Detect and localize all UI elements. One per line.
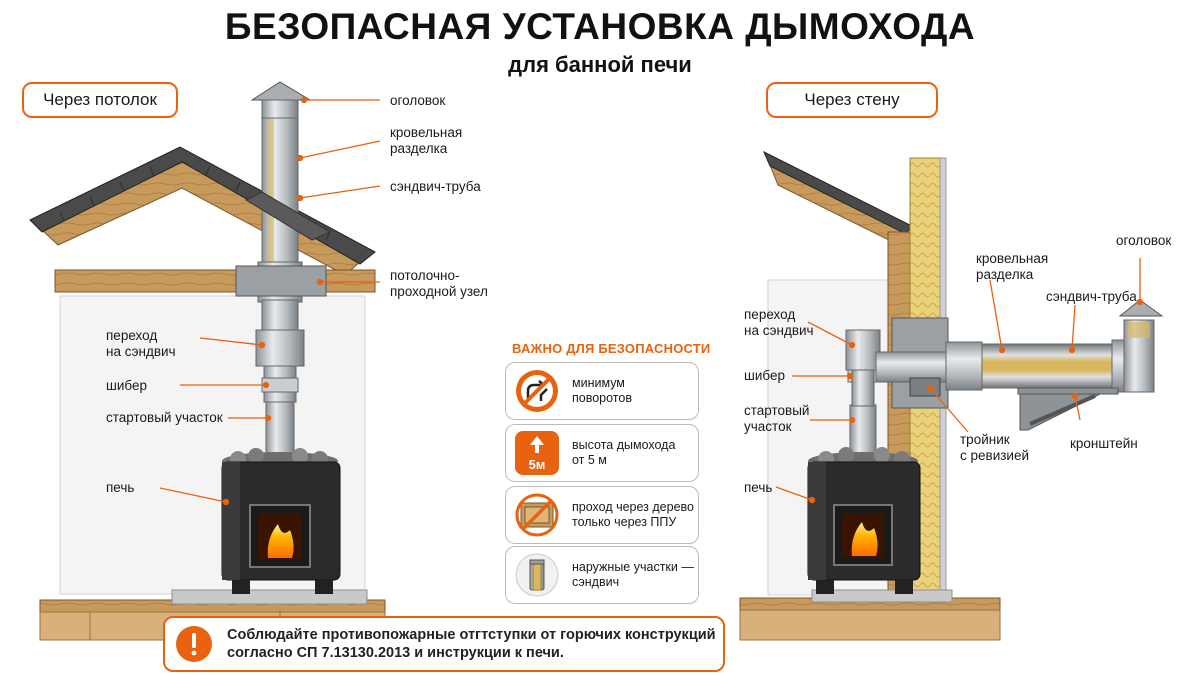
left-label-transition: переход на сэндвич [106,328,176,359]
right-label-stove: печь [744,480,773,495]
safety-text-sandwich: наружные участки — сэндвич [572,560,694,589]
safety-title: ВАЖНО ДЛЯ БЕЗОПАСНОСТИ [512,341,711,356]
right-bracket [1017,387,1119,431]
left-label-sandwich: сэндвич-труба [390,179,481,194]
height-badge: 5м [529,457,546,472]
safety-text-turns: минимум поворотов [572,376,632,405]
left-label-cap: оголовок [390,93,446,108]
ceiling-pass-node [235,265,327,297]
left-scene [29,81,386,641]
safety-text-wood: проход через дерево только через ППУ [572,500,694,529]
left-scene-tag: Через потолок [22,82,178,118]
right-cap [1118,299,1164,317]
ceiling-beam [54,269,376,293]
right-label-cap: оголовок [1116,233,1172,248]
right-label-sandwich: сэндвич-труба [1046,289,1137,304]
right-roof [769,163,906,249]
left-start-section [265,401,295,458]
sandwich-pipe-icon [515,553,559,597]
main-title: БЕЗОПАСНАЯ УСТАНОВКА ДЫМОХОДА [224,6,976,47]
left-sandwich-pipe [261,117,299,269]
roof [29,146,376,276]
left-label-ceiling-node: потолочно- проходной узел [390,268,488,299]
safety-text-height: высота дымохода от 5 м [572,438,676,467]
right-start-section [849,404,877,458]
no-wood-icon [515,493,559,537]
safety-card-wood: проход через дерево только через ППУ [505,486,699,544]
height-icon: 5м [515,431,559,475]
no-turns-icon [516,370,558,412]
left-transition [255,329,305,367]
right-tee [875,351,957,383]
safety-card-sandwich: наружные участки — сэндвич [505,546,699,604]
left-roof-cut [244,191,332,241]
safety-card-height: 5м высота дымохода от 5 м [505,424,699,482]
right-label-transition: переход на сэндвич [744,307,814,338]
right-scene-tag: Через стену [766,82,938,118]
right-transition [845,329,881,371]
main-subtitle: для банной печи [508,52,692,77]
right-scene [739,150,1164,641]
right-stove [807,447,921,594]
left-label-roof-cut: кровельная разделка [390,125,463,156]
left-label-stove: печь [106,480,135,495]
warning-icon [176,626,212,662]
notice-text: Соблюдайте противопожарные отгтступки от… [227,627,716,661]
right-label-damper: шибер [744,368,785,383]
right-label-start: стартовый участок [744,403,810,434]
left-label-damper: шибер [106,378,147,393]
right-label-tee: тройник с ревизией [960,432,1030,463]
left-label-start: стартовый участок [106,410,223,425]
right-label-bracket: кронштейн [1070,436,1138,451]
fire-safety-notice: Соблюдайте противопожарные отгтступки от… [163,616,725,672]
left-stove [221,448,341,594]
right-label-roof-cut: кровельная разделка [976,251,1049,282]
safety-card-turns: минимум поворотов [505,362,699,420]
